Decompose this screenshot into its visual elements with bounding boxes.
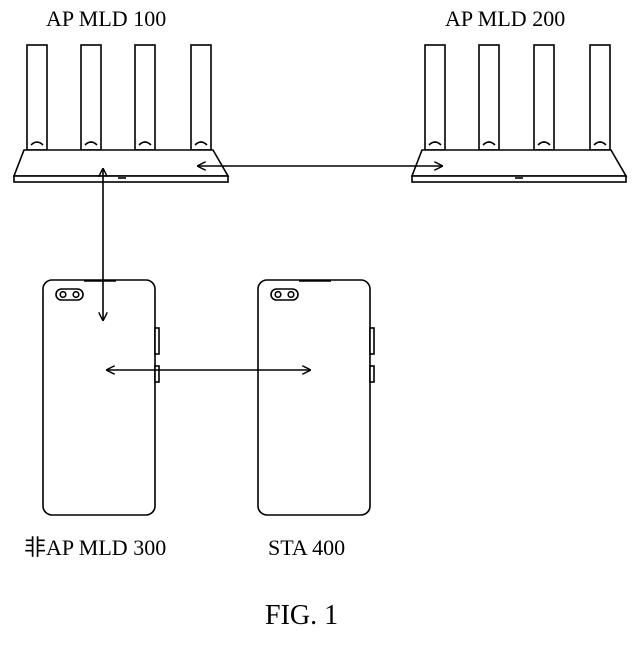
phone-400-side-button — [370, 328, 374, 354]
ap-mld-100-label: AP MLD 100 — [46, 8, 166, 30]
router-100-antennas — [27, 45, 211, 150]
phone-300-side-button — [155, 328, 159, 354]
router-100-body — [14, 150, 228, 176]
phone-sta-400 — [258, 280, 374, 515]
router-200-antennas — [425, 45, 610, 150]
ap-mld-200-label: AP MLD 200 — [445, 8, 565, 30]
router-ap-mld-200 — [412, 45, 626, 182]
router-200-body — [412, 150, 626, 176]
figure-caption: FIG. 1 — [265, 602, 338, 630]
router-ap-mld-100 — [14, 45, 228, 182]
non-ap-mld-300-label: 非AP MLD 300 — [24, 537, 166, 559]
sta-400-label: STA 400 — [268, 537, 345, 559]
phone-non-ap-mld-300 — [43, 280, 159, 515]
